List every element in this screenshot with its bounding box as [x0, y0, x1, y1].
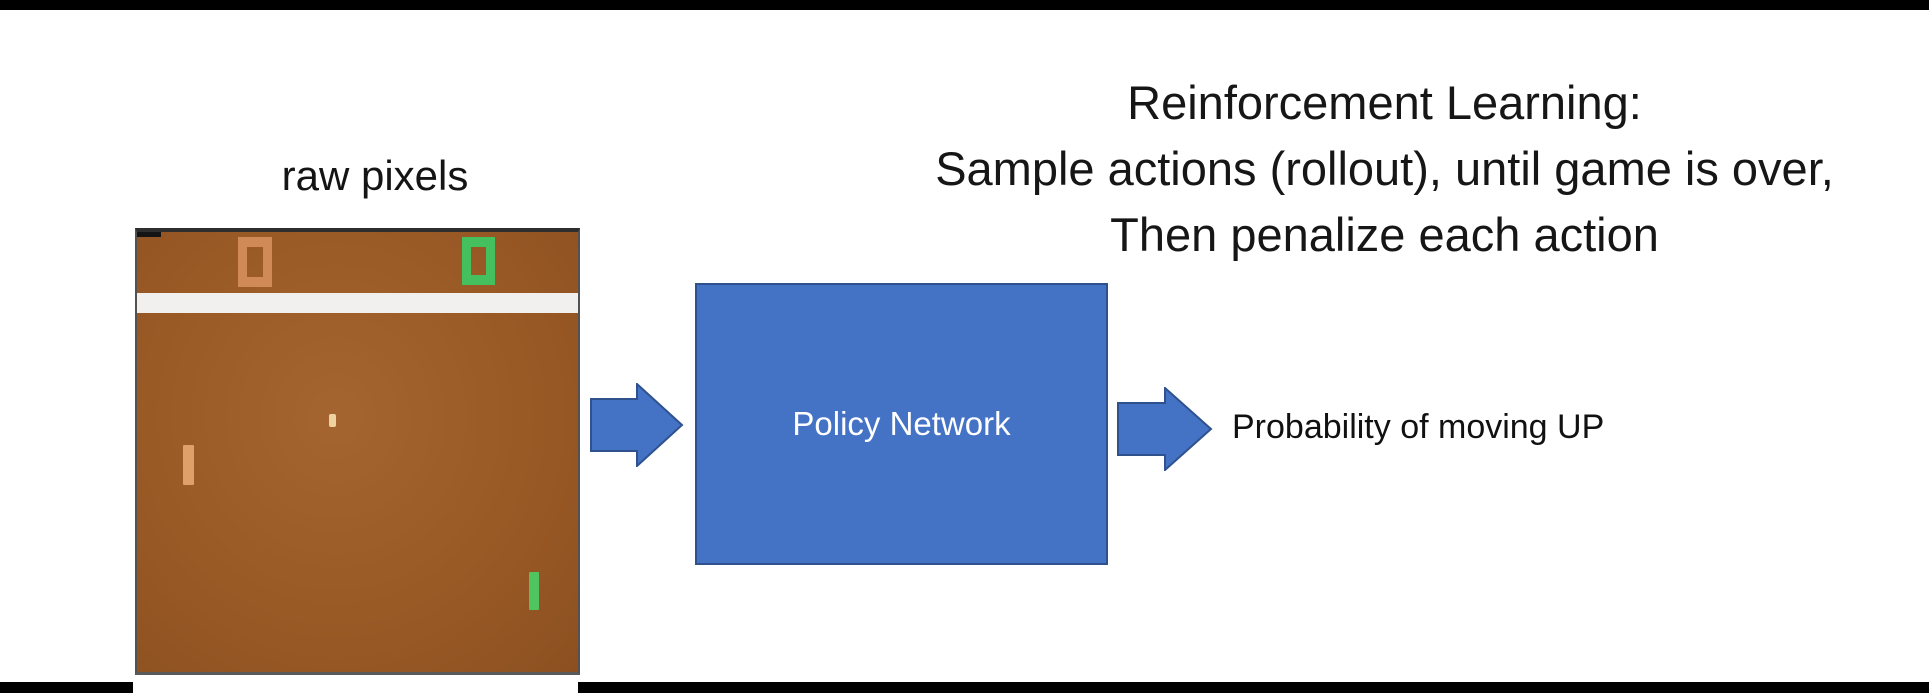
output-arrow-shape — [1117, 387, 1213, 471]
bottom-black-bar-left — [0, 682, 133, 693]
raw-pixels-label: raw pixels — [281, 152, 469, 199]
bottom-black-bar-right — [578, 682, 1929, 693]
pong-game-frame — [135, 228, 580, 675]
pong-left-score-zero — [238, 237, 272, 287]
policy-network-label: Policy Network — [792, 405, 1011, 442]
pong-left-paddle — [183, 445, 194, 485]
title-line-3: Then penalize each action — [1110, 208, 1659, 261]
pong-ball — [329, 414, 336, 427]
pong-right-score-zero — [462, 237, 495, 285]
slide-title: Reinforcement Learning: Sample actions (… — [840, 70, 1929, 268]
title-line-1: Reinforcement Learning: — [1127, 76, 1642, 129]
pong-white-divider — [137, 293, 578, 313]
pong-top-left-tick — [137, 232, 161, 237]
input-arrow-icon — [590, 383, 684, 467]
input-arrow-shape — [590, 383, 684, 467]
probability-output-label: Probability of moving UP — [1232, 408, 1605, 446]
policy-network-box: Policy Network — [695, 283, 1108, 565]
pong-right-paddle — [529, 572, 539, 610]
title-line-2: Sample actions (rollout), until game is … — [935, 142, 1834, 195]
top-black-bar — [0, 0, 1929, 10]
output-arrow-icon — [1117, 387, 1213, 471]
